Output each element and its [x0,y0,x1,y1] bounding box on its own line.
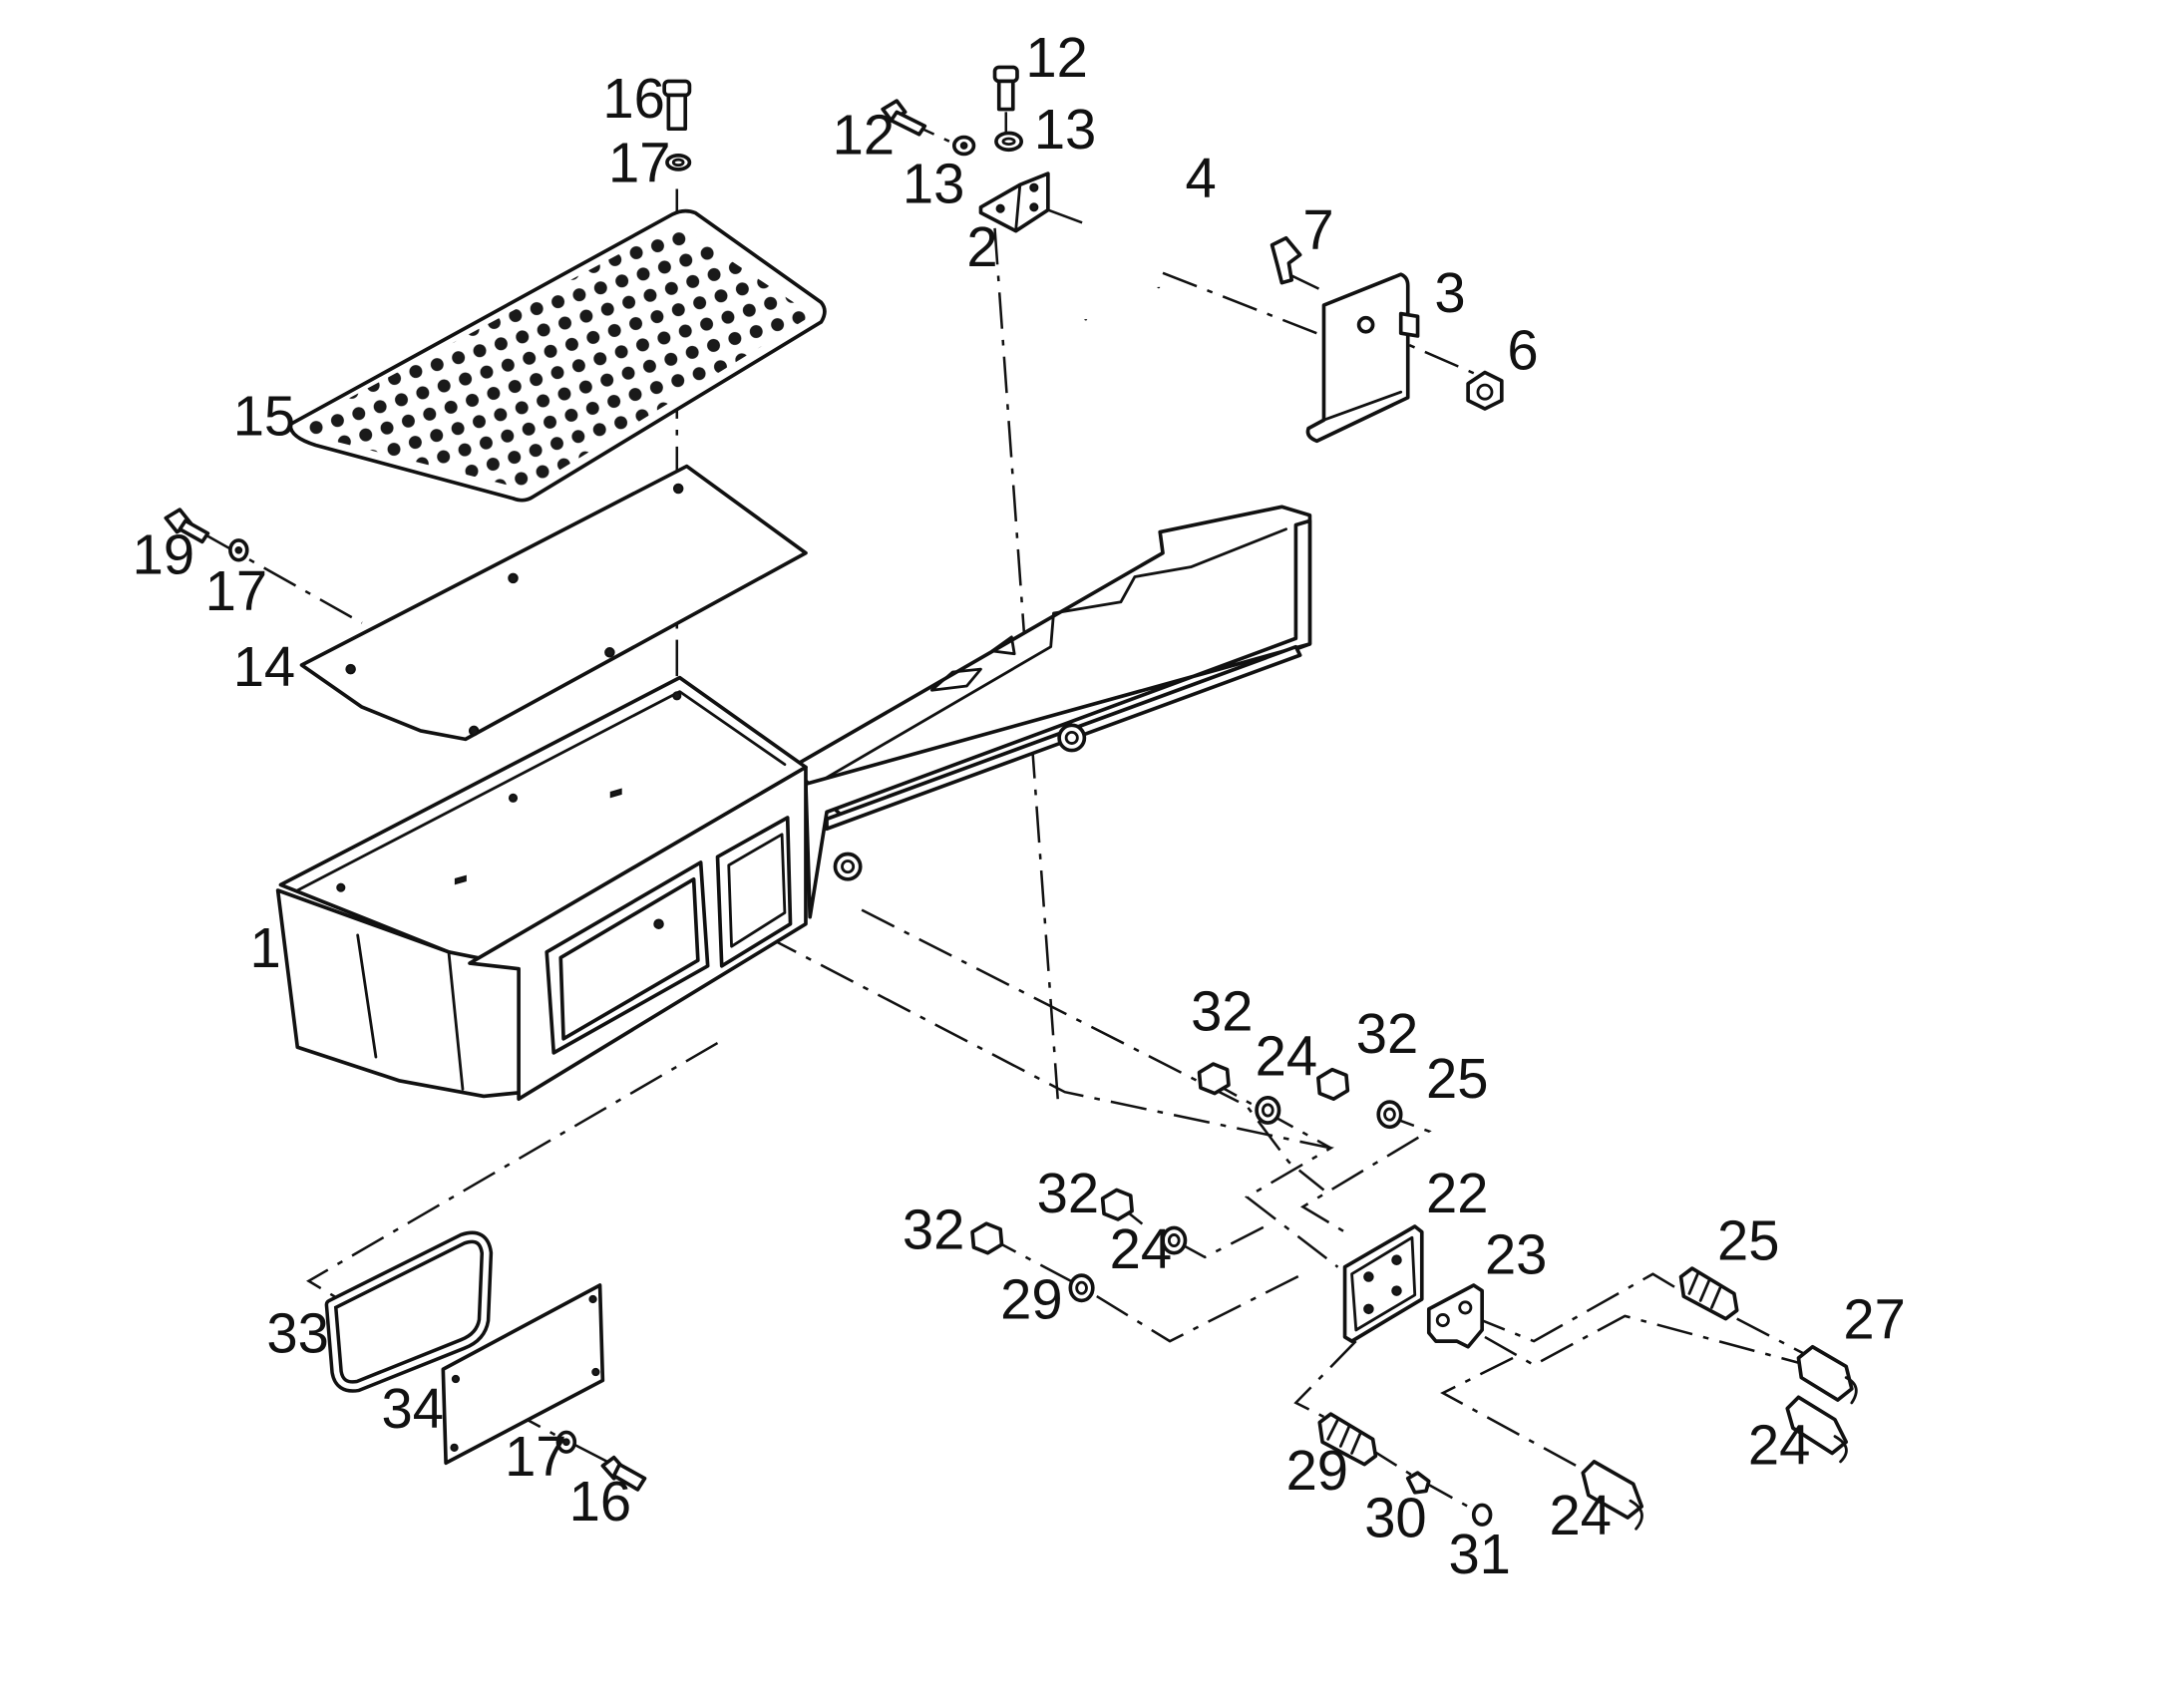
adapter-fitting-29 [1317,1412,1378,1467]
label-1: 1 [250,916,281,979]
label-15: 15 [233,385,295,448]
flange-nut [1466,370,1504,411]
label-13-left: 13 [903,153,964,215]
label-25-b: 25 [1717,1209,1779,1272]
bolt-12-left [881,99,927,137]
label-17-left: 17 [205,559,267,622]
bolt-16-bottom [600,1455,647,1492]
inspection-cover [441,1283,605,1466]
leader-lines [206,112,1808,1514]
bolt-12-top [992,65,1019,112]
small-bracket [978,171,1050,233]
dust-cap-31 [1471,1503,1493,1527]
main-housing [275,505,1312,1102]
label-19: 19 [133,523,194,586]
quick-coupler-24-bottom [1581,1460,1644,1531]
label-24-c: 24 [1748,1414,1810,1477]
bolt-16-top [662,79,692,132]
label-23: 23 [1485,1223,1547,1286]
label-27: 27 [1843,1287,1905,1350]
label-22: 22 [1426,1162,1488,1224]
washers [228,131,1024,1454]
label-25-a: 25 [1426,1047,1488,1110]
clip [1270,235,1302,285]
bulkhead-plate [1342,1224,1424,1343]
reducer-30 [1405,1471,1431,1495]
label-14: 14 [233,635,295,698]
label-13-right: 13 [1034,98,1096,161]
quick-coupler-27 [1796,1344,1858,1405]
label-32-b: 32 [1356,1002,1418,1065]
cover-plate [299,464,808,742]
label-24-a: 24 [1256,1024,1317,1087]
label-32-c: 32 [1037,1162,1099,1224]
label-16-top: 16 [602,67,664,130]
label-6: 6 [1507,319,1538,382]
label-32-a: 32 [1191,979,1253,1042]
label-33: 33 [266,1301,328,1364]
label-12-top: 12 [1025,26,1087,89]
quick-coupler-24-right [1785,1395,1849,1464]
label-12-left: 12 [833,103,895,166]
coupling-bracket [1426,1283,1484,1349]
u-bolt [1082,175,1162,321]
label-29-b: 29 [1286,1439,1348,1502]
item-labels: 1 2 3 4 6 7 12 12 13 13 14 15 16 16 17 1… [133,26,1906,1585]
label-24-d: 24 [1550,1484,1612,1546]
label-3: 3 [1434,261,1465,324]
adapter-fitting-25 [1678,1266,1739,1321]
label-7: 7 [1302,198,1333,261]
angle-plate [1305,272,1420,444]
label-16-bottom: 16 [569,1470,631,1533]
label-32-d: 32 [903,1197,964,1260]
label-29-a: 29 [1000,1268,1062,1331]
gasket-ring [324,1230,494,1393]
hex-nuts [970,1062,1403,1303]
label-17-top: 17 [608,132,670,194]
label-17-bottom: 17 [505,1425,566,1488]
label-30: 30 [1364,1487,1426,1549]
perforated-step-plate [288,208,827,503]
label-4: 4 [1185,147,1216,209]
bolt-19 [164,508,210,544]
label-31: 31 [1448,1523,1510,1585]
label-2: 2 [966,215,997,278]
label-24-b: 24 [1110,1217,1172,1280]
label-34: 34 [382,1377,444,1440]
